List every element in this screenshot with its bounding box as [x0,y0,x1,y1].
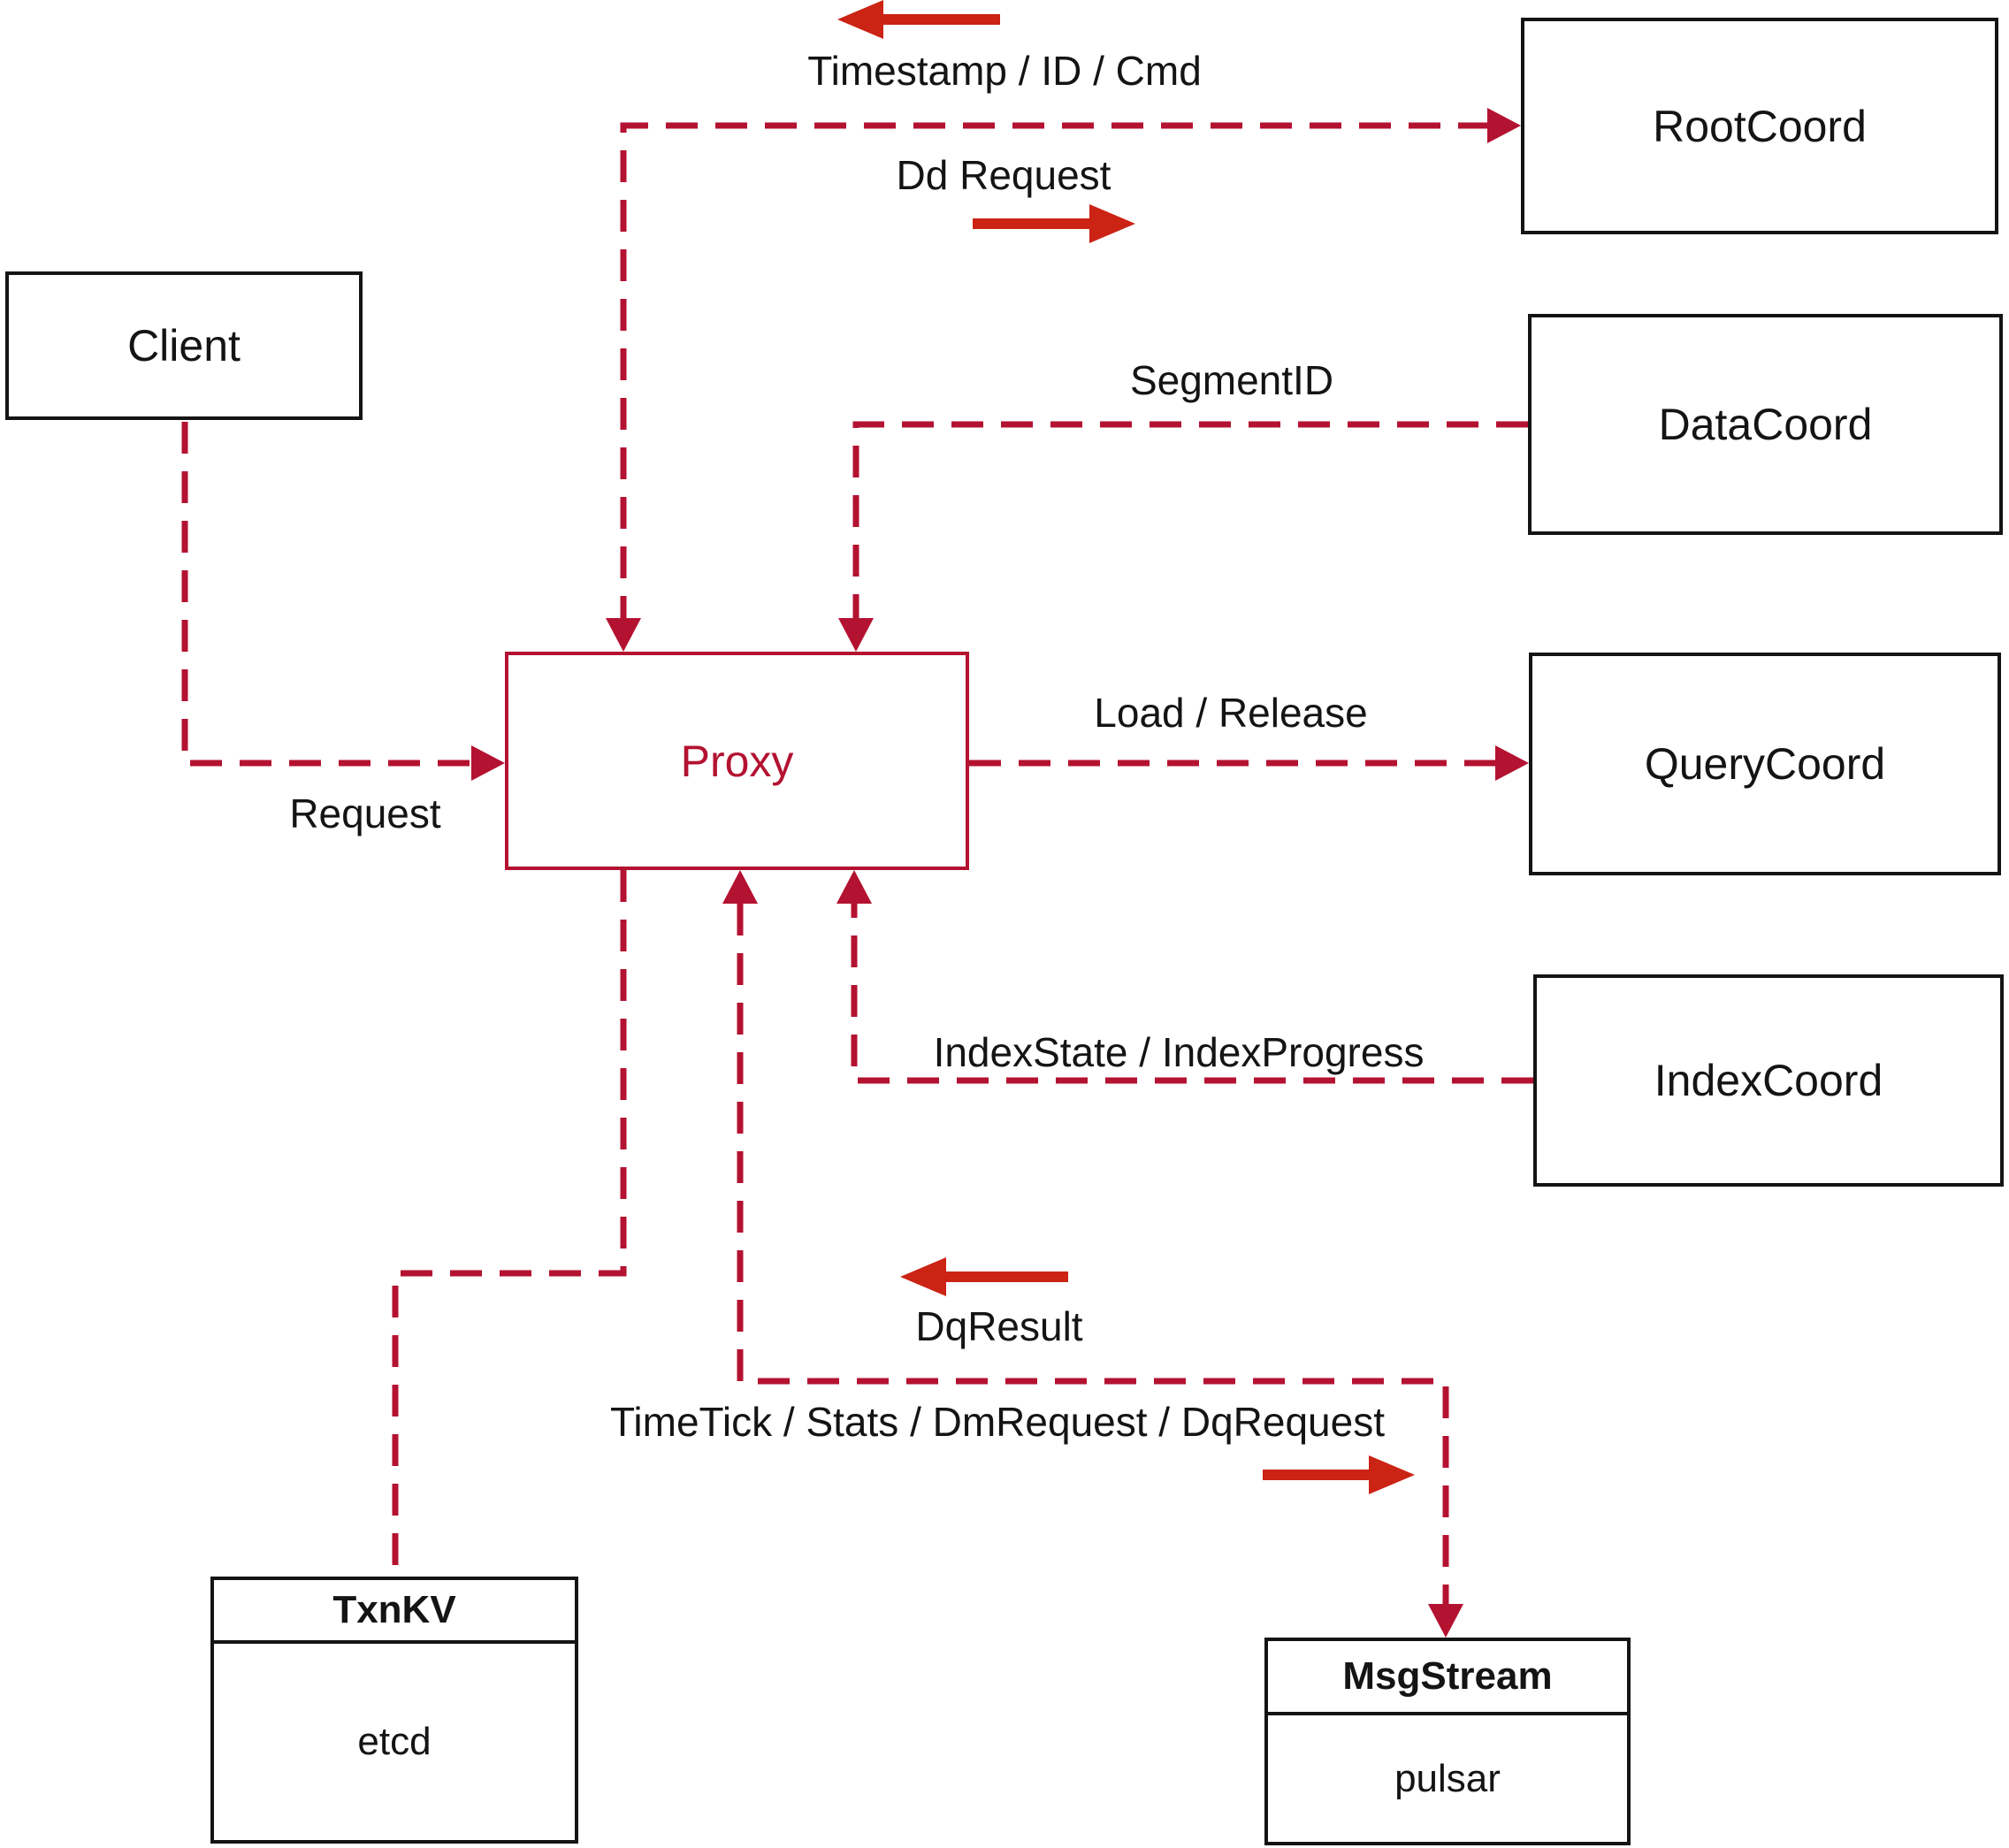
flow-arrow-right-dd-request [973,204,1135,243]
edge-proxy-msgstream [737,904,1449,1604]
node-client: Client [5,271,363,420]
edge-client-to-proxy [181,422,473,767]
edge-indexcoord-to-proxy [851,904,1533,1084]
flow-arrow-left-timestamp [837,0,1000,39]
arrowhead-into-proxy-bottom-right [836,870,872,904]
edge-label-load-release: Load / Release [1094,690,1368,736]
node-msgstream-impl: pulsar [1394,1756,1501,1800]
edge-label-timestamp-id-cmd: Timestamp / ID / Cmd [807,48,1202,94]
flow-arrow-right-timetick [1263,1455,1415,1494]
arrowhead-into-rootcoord [1487,108,1521,143]
node-msgstream: MsgStream pulsar [1264,1638,1631,1845]
arrowhead-into-proxy-top-right [838,618,874,652]
node-datacoord-label: DataCoord [1658,400,1873,449]
arrowhead-into-proxy-top-left [606,618,641,652]
edge-label-timetick-stats: TimeTick / Stats / DmRequest / DqRequest [610,1399,1385,1445]
node-txnkv-impl: etcd [357,1720,432,1763]
edge-label-segment-id: SegmentID [1129,357,1334,403]
node-datacoord: DataCoord [1528,314,2003,535]
node-indexcoord: IndexCoord [1533,974,2004,1187]
node-indexcoord-label: IndexCoord [1654,1056,1883,1105]
edge-proxy-to-txnkv [392,870,627,1577]
node-client-label: Client [127,321,241,370]
flow-arrow-left-dq-result [900,1257,1068,1296]
edge-label-index-state-progress: IndexState / IndexProgress [933,1029,1425,1075]
edge-datacoord-to-proxy [852,421,1528,618]
node-rootcoord-label: RootCoord [1653,101,1867,151]
arrowhead-into-msgstream [1428,1604,1463,1638]
node-querycoord-label: QueryCoord [1644,739,1886,789]
node-proxy-label: Proxy [680,736,794,786]
node-rootcoord: RootCoord [1521,18,1998,234]
edge-label-dq-result: DqResult [915,1303,1083,1349]
node-msgstream-title: MsgStream [1268,1641,1627,1715]
arrowhead-into-querycoord [1495,745,1529,781]
edge-proxy-rootcoord [620,122,1487,628]
node-txnkv: TxnKV etcd [210,1577,578,1844]
edge-label-request: Request [289,790,441,836]
node-txnkv-title: TxnKV [214,1580,575,1644]
arrowhead-into-proxy-bottom-left [722,870,758,904]
arrowhead-into-proxy-left [471,745,505,781]
node-proxy: Proxy [505,652,969,870]
node-querycoord: QueryCoord [1529,653,2001,875]
edge-label-dd-request: Dd Request [896,152,1111,198]
